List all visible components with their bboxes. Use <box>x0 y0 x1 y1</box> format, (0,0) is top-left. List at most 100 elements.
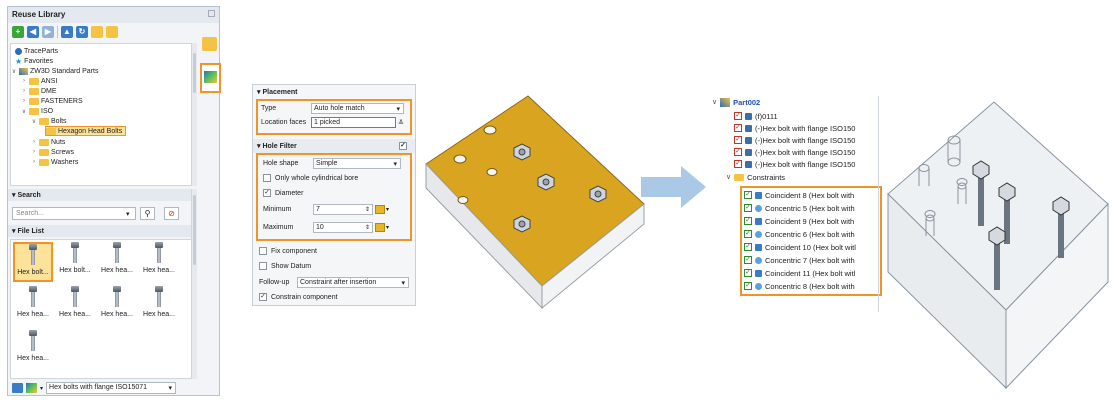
tree-item[interactable]: ✓(-)Hex bolt with flange ISO150 <box>734 135 856 145</box>
up-icon[interactable]: ▲ <box>61 26 73 38</box>
constraint-checkbox[interactable]: ✓ <box>744 191 752 199</box>
tree-item-iso[interactable]: ∨ ISO <box>21 107 54 115</box>
constraint-item[interactable]: ✓Concentric 8 (Hex bolt with <box>744 281 855 291</box>
measure-icon[interactable] <box>375 205 385 214</box>
show-datum-checkbox[interactable] <box>259 262 267 270</box>
refresh-icon[interactable]: ↻ <box>76 26 88 38</box>
type-select[interactable]: Auto hole match▾ <box>311 103 404 114</box>
constraint-item[interactable]: ✓Coincident 9 (Hex bolt with <box>744 216 855 226</box>
folder-add-icon[interactable] <box>91 26 103 38</box>
folder-icon[interactable] <box>202 37 217 51</box>
file-item[interactable]: Hex bolt... <box>13 242 53 282</box>
chevron-right-icon[interactable]: › <box>33 139 35 145</box>
chevron-down-icon[interactable]: ∨ <box>11 68 17 75</box>
constraint-checkbox[interactable]: ✓ <box>744 230 752 238</box>
constraint-item[interactable]: ✓Coincident 11 (Hex bolt witl <box>744 268 856 278</box>
clear-search-icon[interactable]: ⊘ <box>164 207 179 220</box>
chevron-down-icon[interactable]: ∨ <box>31 118 37 125</box>
forward-icon[interactable]: ▶ <box>42 26 54 38</box>
fix-component-row[interactable]: Fix component <box>259 247 317 255</box>
file-item[interactable]: Hex hea... <box>55 286 95 326</box>
chevron-right-icon[interactable]: › <box>23 88 25 94</box>
minimum-field[interactable]: 7⇕ <box>313 204 373 215</box>
placement-header[interactable]: ▾ Placement <box>257 89 298 96</box>
tree-item-dme[interactable]: › DME <box>23 87 57 95</box>
file-item[interactable]: Hex bolt... <box>55 242 95 282</box>
constrain-component-checkbox[interactable]: ✓ <box>259 293 267 301</box>
dropdown-arrow-icon[interactable]: ▾ <box>126 211 130 218</box>
chevron-down-icon[interactable]: ≚ <box>398 119 404 127</box>
visibility-checkbox[interactable]: ✓ <box>734 112 742 120</box>
tree-item-favorites[interactable]: ★ Favorites <box>15 56 53 66</box>
fix-component-checkbox[interactable] <box>259 247 267 255</box>
tree-item-nuts[interactable]: › Nuts <box>33 138 66 146</box>
constraints-node[interactable]: ∨ Constraints <box>726 172 786 182</box>
hole-shape-select[interactable]: Simple▾ <box>313 158 401 169</box>
chevron-right-icon[interactable]: › <box>23 78 25 84</box>
tree-item-ansi[interactable]: › ANSI <box>23 77 58 85</box>
library-tree[interactable]: TraceParts ★ Favorites ∨ ZW3D Standard P… <box>10 43 194 186</box>
file-list-section-header[interactable]: ▾ File List <box>8 225 195 237</box>
list-view-icon[interactable] <box>12 383 23 393</box>
add-icon[interactable]: + <box>12 26 24 38</box>
constraint-checkbox[interactable]: ✓ <box>744 217 752 225</box>
tree-item[interactable]: ✓(-)Hex bolt with flange ISO150 <box>734 147 856 157</box>
tree-item[interactable]: ✓(-)Hex bolt with flange ISO150 <box>734 159 856 169</box>
tree-item[interactable]: ✓(-)Hex bolt with flange ISO150 <box>734 123 856 133</box>
constraint-checkbox[interactable]: ✓ <box>744 256 752 264</box>
part-series-select[interactable]: Hex bolts with flange ISO15071 ▾ <box>46 382 177 394</box>
file-item[interactable]: Hex hea... <box>97 286 137 326</box>
constraint-checkbox[interactable]: ✓ <box>744 204 752 212</box>
constraint-item[interactable]: ✓Coincident 8 (Hex bolt with <box>744 190 855 200</box>
file-item[interactable]: Hex hea... <box>97 242 137 282</box>
visibility-checkbox[interactable]: ✓ <box>734 160 742 168</box>
tree-item-hexagon-head-bolts[interactable]: Hexagon Head Bolts <box>45 126 127 136</box>
file-item[interactable]: Hex hea... <box>13 286 53 326</box>
maximum-field[interactable]: 10⇕ <box>313 222 373 233</box>
part-type-icon[interactable] <box>26 383 37 393</box>
part-insert-icon[interactable] <box>200 63 221 93</box>
constraint-item[interactable]: ✓Concentric 5 (Hex bolt with <box>744 203 855 213</box>
chevron-down-icon[interactable]: ∨ <box>726 174 732 181</box>
constraint-checkbox[interactable]: ✓ <box>744 269 752 277</box>
file-list-scrollbar[interactable] <box>191 189 197 379</box>
dropdown-arrow-icon[interactable]: ▾ <box>40 385 44 392</box>
chevron-right-icon[interactable]: › <box>33 149 35 155</box>
tree-root[interactable]: ∨ Part002 <box>712 97 761 107</box>
visibility-checkbox[interactable]: ✓ <box>734 136 742 144</box>
constraint-item[interactable]: ✓Concentric 6 (Hex bolt with <box>744 229 855 239</box>
tree-item-traceparts[interactable]: TraceParts <box>15 46 58 56</box>
search-icon[interactable]: ⚲ <box>140 207 155 220</box>
diameter-checkbox[interactable]: ✓ <box>263 189 271 197</box>
chevron-down-icon[interactable]: ∨ <box>21 108 27 115</box>
constraint-item[interactable]: ✓Coincident 10 (Hex bolt witl <box>744 242 856 252</box>
diameter-row[interactable]: ✓Diameter <box>263 189 304 197</box>
tree-item-washers[interactable]: › Washers <box>33 158 79 166</box>
tree-item[interactable]: ✓(f)0111 <box>734 111 778 121</box>
file-item[interactable]: Hex hea... <box>13 330 53 370</box>
hole-filter-header[interactable]: ▾ Hole Filter ✓ <box>253 139 415 153</box>
visibility-checkbox[interactable]: ✓ <box>734 124 742 132</box>
folder-open-icon[interactable] <box>106 26 118 38</box>
constraint-item[interactable]: ✓Concentric 7 (Hex bolt with <box>744 255 855 265</box>
scrollbar-thumb[interactable] <box>193 195 196 265</box>
followup-select[interactable]: Constraint after insertion▾ <box>297 277 409 288</box>
file-item[interactable]: Hex hea... <box>139 242 179 282</box>
chevron-down-icon[interactable]: ∨ <box>712 99 718 106</box>
hole-filter-checkbox[interactable]: ✓ <box>399 142 407 150</box>
pin-icon[interactable] <box>208 10 215 17</box>
search-section-header[interactable]: ▾ Search <box>8 189 195 201</box>
tree-item-screws[interactable]: › Screws <box>33 148 74 156</box>
tree-item-fasteners[interactable]: › FASTENERS <box>23 97 83 105</box>
file-item[interactable]: Hex hea... <box>139 286 179 326</box>
only-cylindrical-row[interactable]: Only whole cylindrical bore <box>263 174 358 182</box>
constraint-checkbox[interactable]: ✓ <box>744 282 752 290</box>
only-cylindrical-checkbox[interactable] <box>263 174 271 182</box>
chevron-right-icon[interactable]: › <box>23 98 25 104</box>
tree-item-standard-parts[interactable]: ∨ ZW3D Standard Parts <box>11 67 99 75</box>
plate-viewport-before[interactable] <box>418 92 650 312</box>
plate-viewport-after[interactable] <box>882 96 1114 396</box>
scrollbar-thumb[interactable] <box>193 53 196 93</box>
chevron-right-icon[interactable]: › <box>33 159 35 165</box>
visibility-checkbox[interactable]: ✓ <box>734 148 742 156</box>
